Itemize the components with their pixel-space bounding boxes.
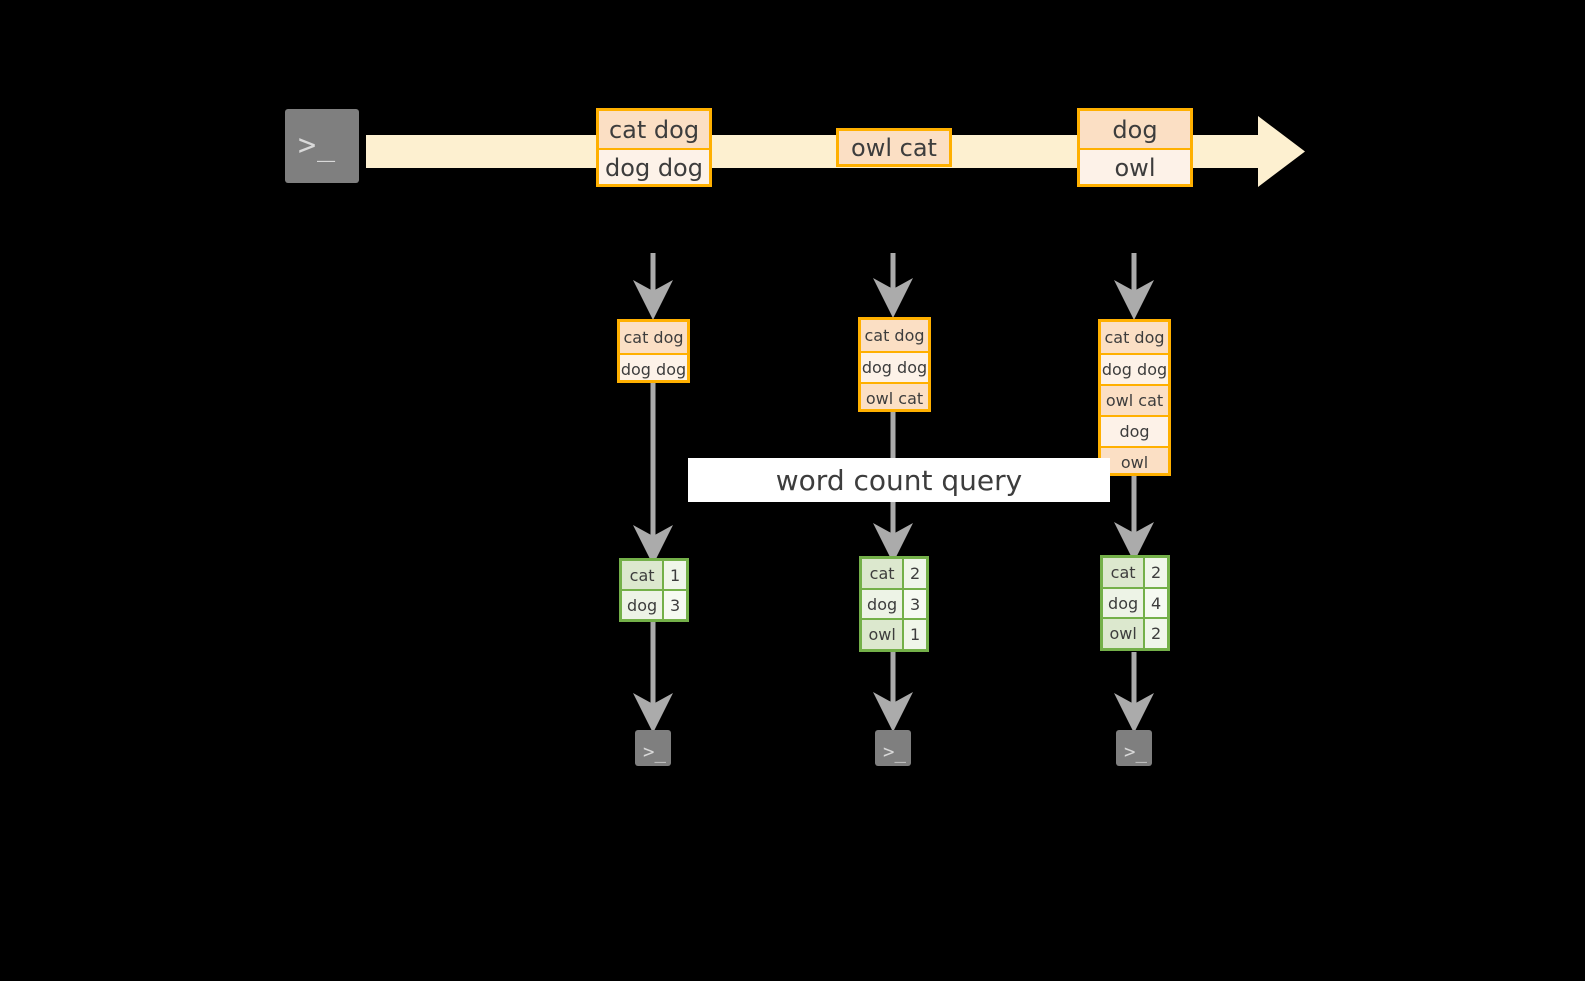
result-table-1[interactable]: cat 1 dog 3 xyxy=(619,558,689,622)
stream-message-2[interactable]: owl cat xyxy=(836,128,952,167)
table-row[interactable]: dog 4 xyxy=(1103,586,1167,618)
terminal-prompt-glyph: >_ xyxy=(643,741,666,763)
query-banner: word count query xyxy=(688,458,1110,502)
sink-terminal-icon-1[interactable]: >_ xyxy=(626,721,680,775)
log-row: dog dog xyxy=(861,351,928,382)
log-row: cat dog xyxy=(1101,322,1168,353)
result-count: 2 xyxy=(1143,619,1167,648)
result-word: dog xyxy=(1103,588,1144,618)
table-row[interactable]: cat 1 xyxy=(622,561,686,589)
result-count: 3 xyxy=(902,589,926,619)
result-table-2[interactable]: cat 2 dog 3 owl 1 xyxy=(859,556,929,652)
terminal-prompt-glyph: >_ xyxy=(298,128,337,163)
source-terminal-icon[interactable]: >_ xyxy=(276,100,368,192)
stream-message-line: dog dog xyxy=(599,148,709,184)
sink-terminal-icon-2[interactable]: >_ xyxy=(866,721,920,775)
result-word: dog xyxy=(622,591,663,619)
result-word: cat xyxy=(622,561,663,589)
table-row[interactable]: owl 1 xyxy=(862,618,926,649)
snapshot-log-1[interactable]: cat dog dog dog xyxy=(617,319,690,383)
log-row: cat dog xyxy=(620,322,687,353)
log-row: owl xyxy=(1101,446,1168,473)
stream-message-1[interactable]: cat dog dog dog xyxy=(596,108,712,187)
log-row: dog dog xyxy=(620,353,687,380)
log-row: owl cat xyxy=(861,382,928,409)
table-row[interactable]: dog 3 xyxy=(862,587,926,619)
result-count: 4 xyxy=(1143,588,1167,618)
log-row: owl cat xyxy=(1101,384,1168,415)
result-count: 1 xyxy=(902,620,926,649)
result-count: 2 xyxy=(1143,558,1167,587)
result-word: cat xyxy=(1103,558,1144,587)
table-row[interactable]: owl 2 xyxy=(1103,617,1167,648)
log-row: dog xyxy=(1101,415,1168,446)
snapshot-log-3[interactable]: cat dog dog dog owl cat dog owl xyxy=(1098,319,1171,476)
sink-terminal-icon-3[interactable]: >_ xyxy=(1107,721,1161,775)
result-count: 1 xyxy=(662,561,686,589)
table-row[interactable]: cat 2 xyxy=(1103,558,1167,587)
log-row: cat dog xyxy=(861,320,928,351)
stream-message-line: dog xyxy=(1080,111,1190,148)
stream-band-arrow xyxy=(366,116,1305,187)
result-word: dog xyxy=(862,589,903,619)
result-count: 2 xyxy=(902,559,926,588)
query-banner-label: word count query xyxy=(775,463,1023,497)
terminal-prompt-glyph: >_ xyxy=(1124,741,1147,763)
result-word: owl xyxy=(1103,619,1144,648)
result-table-3[interactable]: cat 2 dog 4 owl 2 xyxy=(1100,555,1170,651)
snapshot-log-2[interactable]: cat dog dog dog owl cat xyxy=(858,317,931,412)
stream-message-line: cat dog xyxy=(599,111,709,148)
result-word: cat xyxy=(862,559,903,588)
log-row: dog dog xyxy=(1101,353,1168,384)
result-count: 3 xyxy=(662,591,686,619)
result-word: owl xyxy=(862,620,903,649)
stream-message-line: owl xyxy=(1080,148,1190,184)
table-row[interactable]: dog 3 xyxy=(622,589,686,619)
stream-message-line: owl cat xyxy=(839,131,949,164)
table-row[interactable]: cat 2 xyxy=(862,559,926,588)
terminal-prompt-glyph: >_ xyxy=(883,741,906,763)
stream-message-3[interactable]: dog owl xyxy=(1077,108,1193,187)
